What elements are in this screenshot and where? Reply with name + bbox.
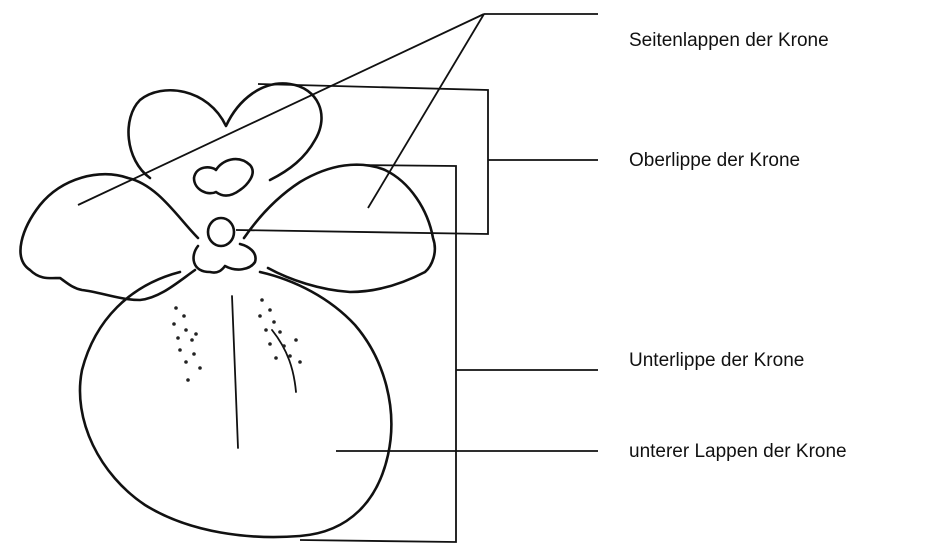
petal-spots xyxy=(172,298,302,382)
left-lateral-lobe-shape xyxy=(21,174,198,300)
label-lateral-lobes: Seitenlappen der Krone xyxy=(629,30,829,51)
upper-lip-shape xyxy=(129,83,322,180)
center-vein xyxy=(232,296,238,448)
leader-lateral-right xyxy=(368,14,484,208)
label-lower-lobe: unterer Lappen der Krone xyxy=(629,441,847,462)
right-vein xyxy=(272,330,296,392)
column-shape xyxy=(208,218,234,246)
flower-drawing xyxy=(21,83,435,537)
label-upper-lip: Oberlippe der Krone xyxy=(629,150,800,171)
label-lower-lip: Unterlippe der Krone xyxy=(629,350,804,371)
leader-upper-lip-bracket xyxy=(236,84,488,234)
center-ear-shape xyxy=(194,159,253,196)
leader-lateral-left xyxy=(78,14,484,205)
right-lateral-lobe-shape xyxy=(244,165,435,292)
lower-lip-throat-shape xyxy=(194,244,256,273)
